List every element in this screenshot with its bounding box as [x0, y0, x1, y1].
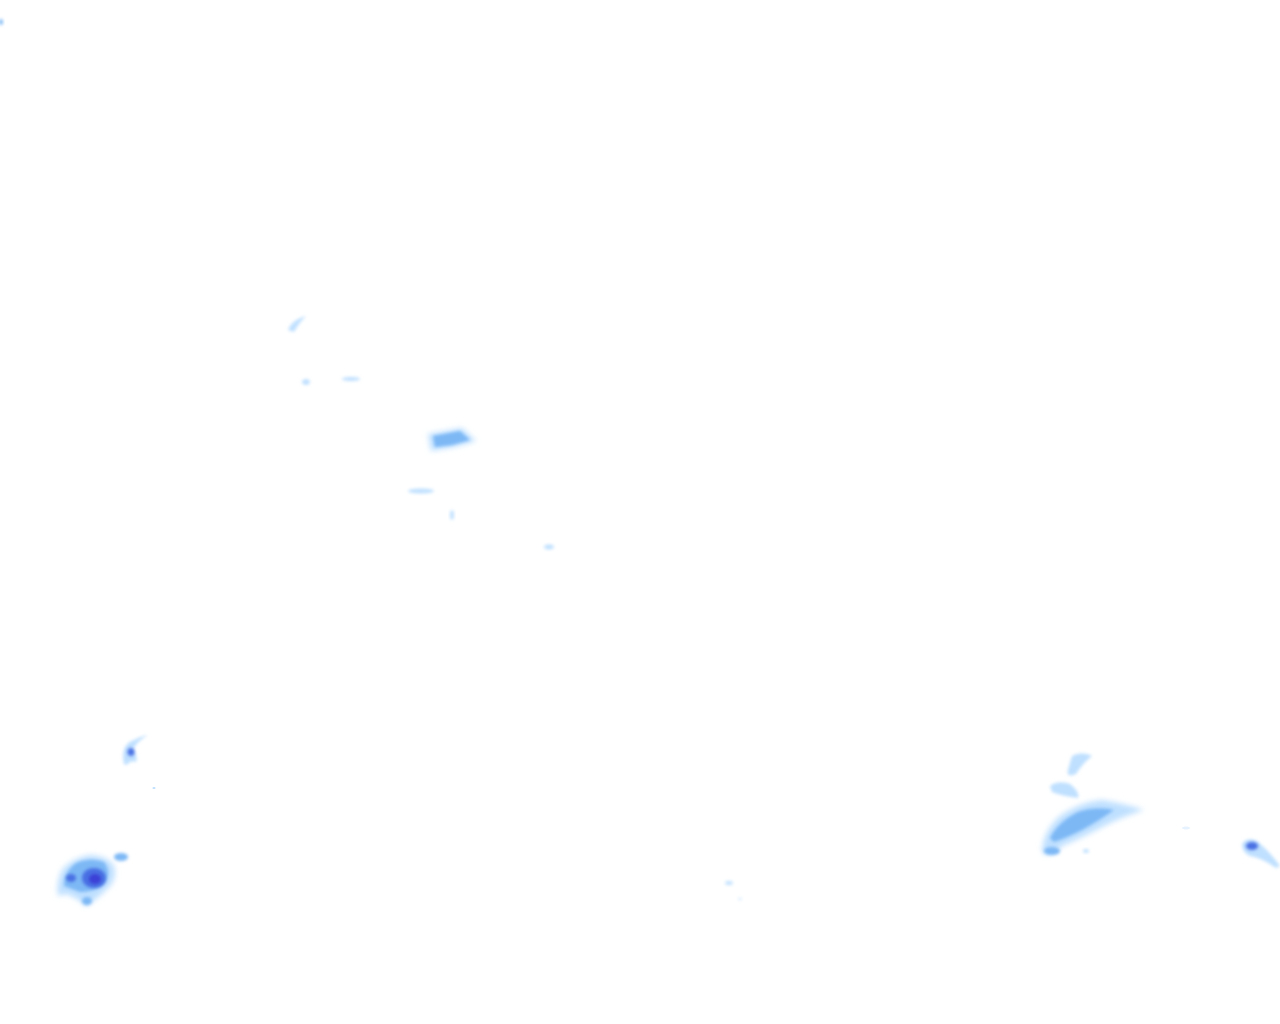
- echo-south-central-dots: [725, 881, 742, 900]
- echo-east-edge-cell: [1242, 839, 1280, 868]
- echo-central-streak: [408, 488, 434, 494]
- echo-southwest-cell: [57, 853, 128, 906]
- echo-north-central-streaks: [302, 377, 360, 385]
- echo-southeast-band: [1042, 753, 1190, 855]
- echo-north-central-fleck: [288, 316, 306, 332]
- echo-central-small: [450, 510, 454, 520]
- echo-central-dot: [544, 544, 554, 550]
- echo-central-patch: [428, 428, 476, 451]
- echo-top-left-speck: [0, 19, 3, 25]
- echo-west-hook: [123, 735, 156, 789]
